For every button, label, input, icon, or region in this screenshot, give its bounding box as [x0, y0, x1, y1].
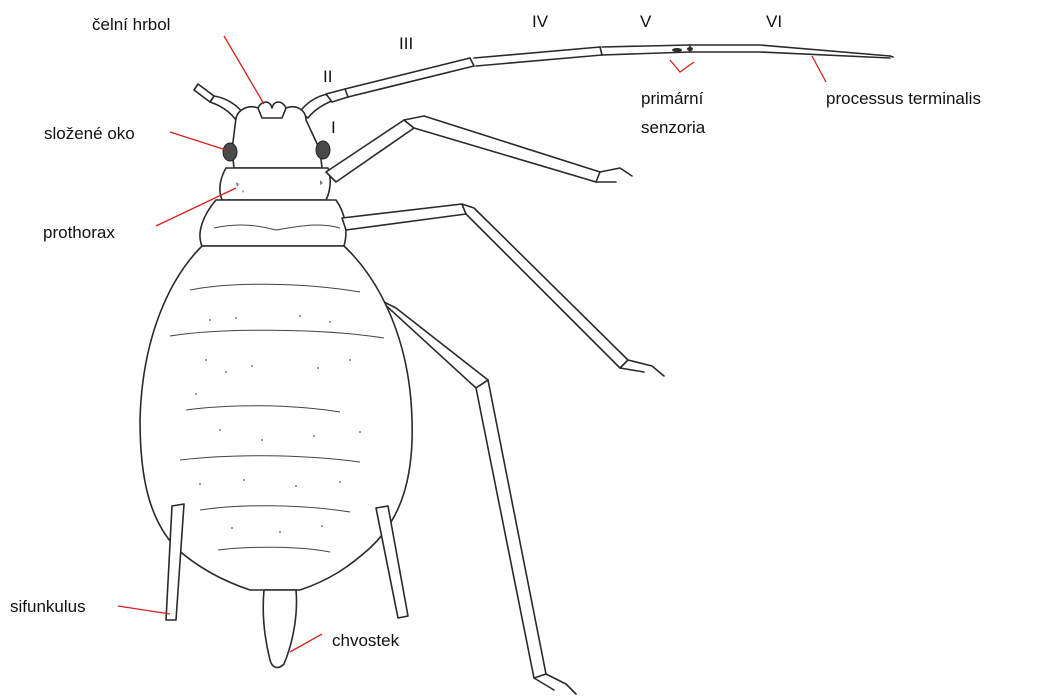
compound-eye-right: [316, 141, 330, 159]
label-slozene-oko: složené oko: [44, 124, 135, 143]
label-prothorax: prothorax: [43, 223, 115, 242]
segment-label-II: II: [323, 67, 332, 86]
segment-label-III: III: [399, 34, 413, 53]
segment-label-V: V: [640, 12, 652, 31]
segment-label-VI: VI: [766, 12, 782, 31]
right-antenna: [300, 45, 893, 118]
label-processus-terminalis: processus terminalis: [826, 89, 981, 108]
label-celni-hrbol: čelní hrbol: [92, 15, 170, 34]
label-sifunkulus: sifunkulus: [10, 597, 86, 616]
label-primarni: primární: [641, 89, 704, 108]
segment-label-IV: IV: [532, 12, 549, 31]
thorax: [200, 200, 346, 246]
prothorax: [220, 168, 330, 200]
label-senzoria: senzoria: [641, 118, 706, 137]
compound-eye-left: [223, 143, 237, 161]
cauda: [263, 590, 296, 667]
segment-label-I: I: [331, 118, 336, 137]
antenna-segment-numerals: I II III IV V VI: [323, 12, 782, 137]
label-chvostek: chvostek: [332, 631, 400, 650]
